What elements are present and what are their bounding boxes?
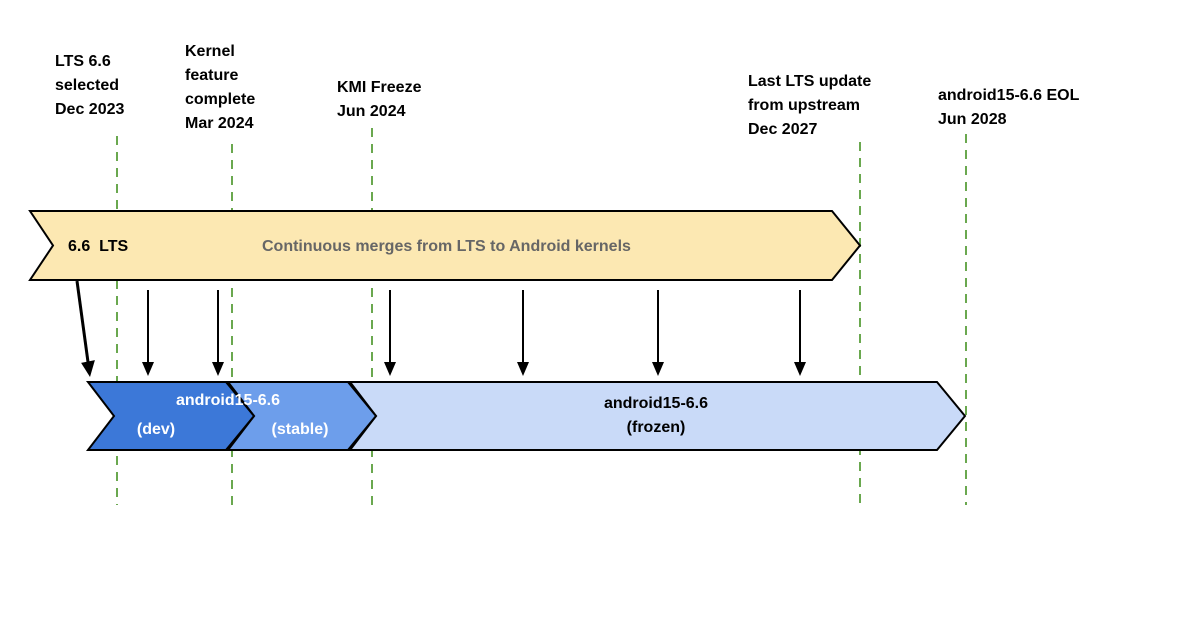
dev-phase-label: (dev) [136, 421, 176, 438]
lts-merge-banner-shape [28, 210, 862, 281]
milestone-label-eol: android15-6.6 EOL Jun 2028 [938, 87, 1080, 128]
merge-arrowhead-4 [517, 362, 529, 376]
milestone-label-kmi-freeze: KMI Freeze Jun 2024 [337, 79, 422, 120]
milestone-label-feature-complete: Kernel feature complete Mar 2024 [185, 43, 256, 132]
merge-arrowhead-3 [384, 362, 396, 376]
stable-phase-label: (stable) [271, 421, 329, 438]
merge-arrowhead-2 [212, 362, 224, 376]
frozen-phase-label: android15-6.6 (frozen) [603, 395, 709, 436]
merge-arrowhead-5 [652, 362, 664, 376]
branch-start-arrowhead [81, 360, 95, 377]
milestone-label-last-lts-update: Last LTS update from upstream Dec 2027 [748, 73, 872, 138]
branch-dev-shape [85, 381, 256, 451]
branch-start-arrow [75, 280, 90, 363]
lts-merge-description: Continuous merges from LTS to Android ke… [262, 238, 631, 255]
milestone-label-lts-selected: LTS 6.6 selected Dec 2023 [55, 53, 125, 118]
merge-arrowhead-6 [794, 362, 806, 376]
merge-arrowhead-1 [142, 362, 154, 376]
lts-version-label: 6.6 LTS [68, 238, 129, 255]
branch-name-label: android15-6.6 [175, 392, 281, 409]
